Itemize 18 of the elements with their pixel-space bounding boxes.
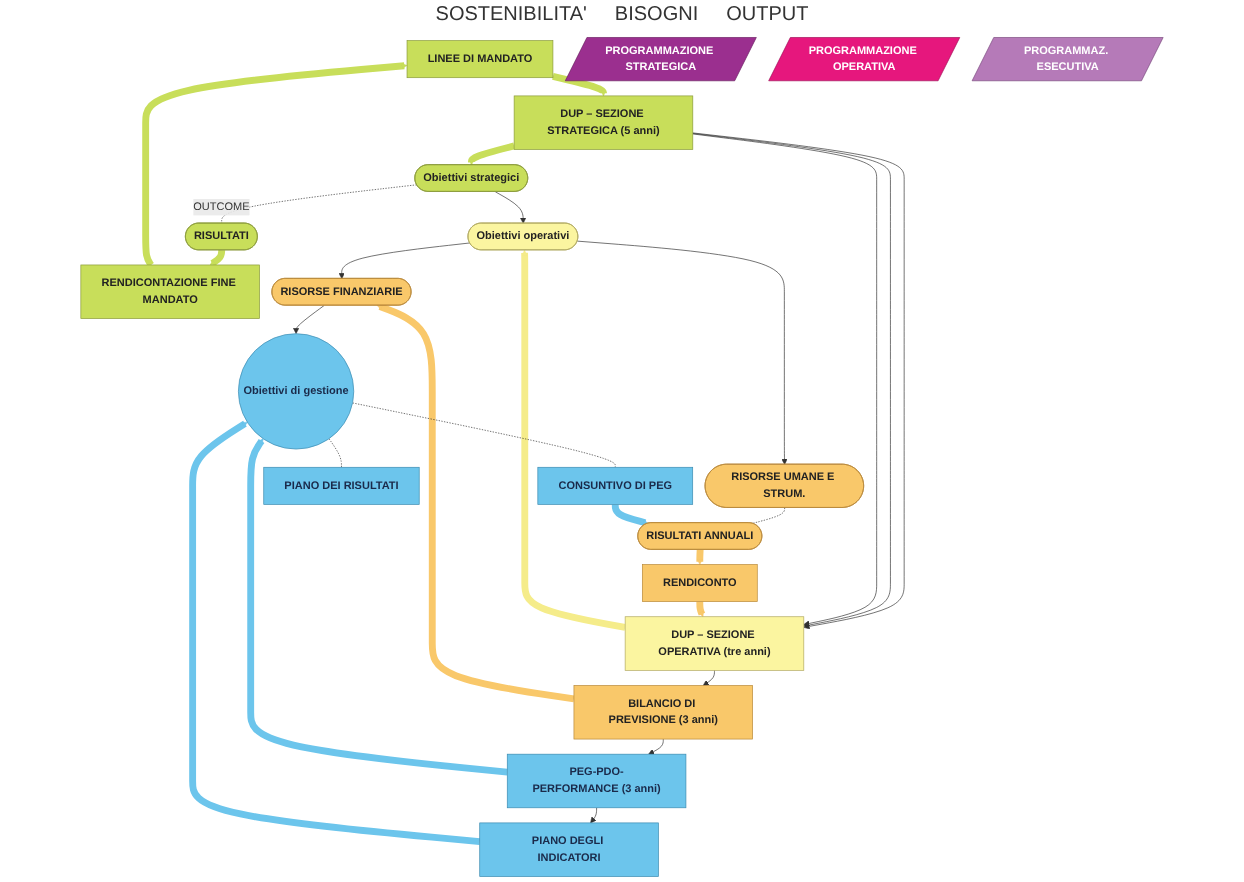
arrow (142, 62, 408, 268)
arrow (189, 420, 481, 845)
arrow (521, 249, 626, 631)
arrow (247, 438, 508, 776)
connector (751, 507, 786, 524)
arrow (611, 502, 649, 527)
arrow (552, 73, 607, 97)
connector (352, 402, 616, 468)
arrow (696, 599, 706, 617)
note-label: BISOGNI (614, 2, 699, 30)
connector (328, 438, 342, 468)
note-label: SOSTENIBILITA' (435, 2, 587, 30)
connector (221, 184, 418, 224)
arrow (209, 247, 226, 267)
arrow (696, 547, 704, 565)
arrow (376, 303, 575, 703)
arrow (468, 142, 515, 166)
note-label: OUTPUT (726, 2, 809, 30)
